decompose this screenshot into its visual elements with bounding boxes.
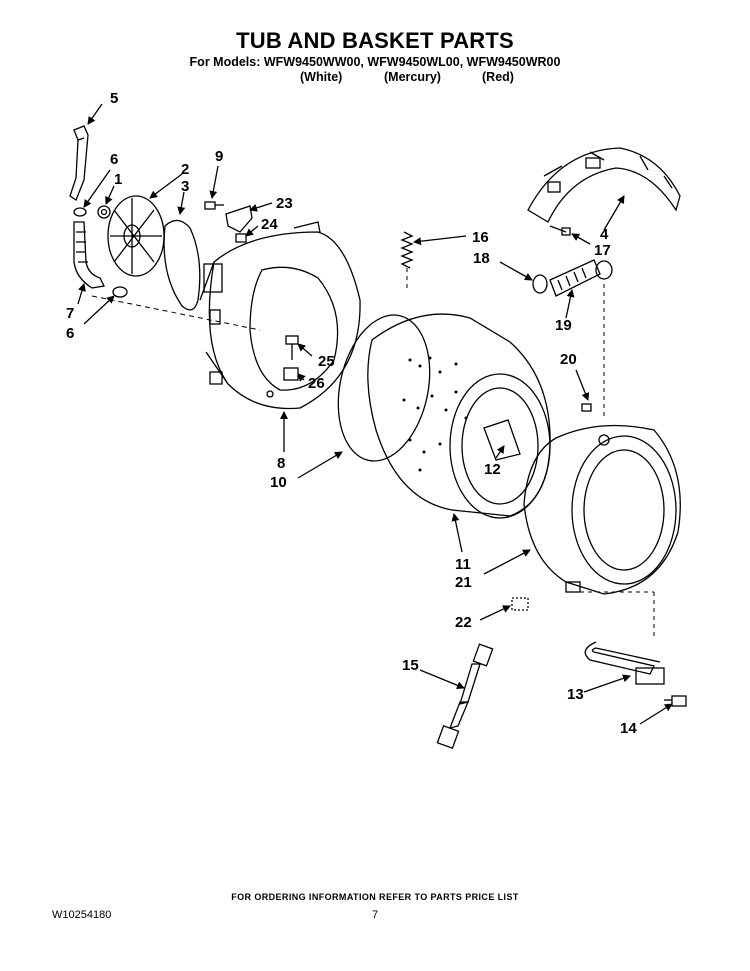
- leader-10: [297, 451, 343, 479]
- page-title: TUB AND BASKET PARTS: [236, 28, 514, 53]
- leader-19: [565, 289, 575, 319]
- color-label-white: (White): [300, 70, 343, 84]
- callout-22: 22: [455, 614, 472, 631]
- callout-14: 14: [620, 720, 637, 737]
- part-13-heater: [584, 641, 665, 685]
- part-4-tub-ring-cover: [527, 147, 681, 223]
- part-11-basket: [367, 313, 551, 519]
- callout-19: 19: [555, 317, 572, 334]
- leader-23: [249, 202, 273, 212]
- callout-11: 11: [455, 556, 471, 573]
- callout-7: 7: [66, 305, 74, 322]
- callout-18: 18: [473, 250, 490, 267]
- callout-17: 17: [594, 242, 611, 259]
- document-number: W10254180: [52, 909, 112, 921]
- part-22-label: [511, 597, 529, 611]
- leader-11: [451, 513, 463, 553]
- part-26-sensor: [283, 367, 299, 381]
- part-1-nut: [97, 205, 111, 219]
- callout-23: 23: [276, 195, 293, 212]
- page-number: 7: [371, 909, 379, 921]
- callout-10: 10: [270, 474, 287, 491]
- leader-7: [77, 283, 86, 305]
- part-16-spring: [400, 231, 414, 269]
- leader-1: [105, 185, 115, 205]
- part-2-pulley: [107, 195, 165, 277]
- leader-25: [297, 343, 313, 357]
- leader-18: [499, 261, 533, 281]
- leader-5: [87, 103, 103, 125]
- part-10-bearing-seal: [337, 314, 431, 462]
- callout-24: 24: [261, 216, 278, 233]
- callout-26: 26: [308, 375, 325, 392]
- callout-3: 3: [181, 178, 189, 195]
- leader-3: [177, 191, 186, 215]
- callout-5: 5: [110, 90, 118, 107]
- part-21-front-tub: [523, 424, 681, 595]
- part-6-clamp-lower: [112, 286, 128, 298]
- part-24-clip: [235, 233, 247, 243]
- leader-9: [209, 165, 219, 199]
- callout-15: 15: [402, 657, 419, 674]
- callout-13: 13: [567, 686, 584, 703]
- part-6-clamp-upper: [73, 207, 87, 217]
- part-25-bolt: [285, 335, 299, 360]
- models-line: For Models: WFW9450WW00, WFW9450WL00, WF…: [189, 55, 561, 69]
- callout-2: 2: [181, 161, 189, 178]
- callout-12: 12: [484, 461, 501, 478]
- callout-4: 4: [600, 226, 609, 243]
- part-15-damper: [436, 643, 494, 750]
- part-18-clamp: [532, 274, 548, 294]
- callout-6-lower: 6: [66, 325, 74, 342]
- leader-2: [149, 173, 183, 199]
- color-label-mercury: (Mercury): [384, 70, 441, 84]
- part-7-drain-hose: [73, 221, 105, 289]
- part-14-thermistor: [664, 695, 687, 707]
- leader-13: [583, 674, 631, 693]
- leader-24: [245, 225, 259, 237]
- part-5-hose-bracket: [69, 125, 89, 201]
- part-20-grommet: [581, 403, 592, 412]
- leader-4: [603, 195, 625, 231]
- leader-15: [419, 669, 465, 690]
- callout-21: 21: [455, 574, 472, 591]
- callout-9: 9: [215, 148, 223, 165]
- part-17-screw: [549, 225, 571, 236]
- callout-1: 1: [114, 171, 122, 188]
- leader-6a: [83, 169, 111, 208]
- part-3-belt: [163, 219, 201, 311]
- callout-25: 25: [318, 353, 335, 370]
- leader-14: [639, 703, 673, 725]
- part-9-screw: [204, 201, 224, 210]
- callout-20: 20: [560, 351, 577, 368]
- part-19-hose: [549, 259, 613, 297]
- leader-12: [495, 445, 505, 459]
- part-8-rear-tub: [199, 221, 361, 410]
- leader-21: [483, 549, 531, 575]
- color-label-red: (Red): [482, 70, 514, 84]
- part-23-bracket: [225, 205, 253, 233]
- leader-26: [297, 373, 306, 382]
- leader-22: [479, 605, 511, 621]
- leader-17: [571, 233, 591, 245]
- callout-6-upper: 6: [110, 151, 118, 168]
- leader-16: [413, 235, 467, 246]
- callout-16: 16: [472, 229, 489, 246]
- leader-20: [575, 369, 590, 401]
- leader-6b: [83, 295, 115, 325]
- ordering-note: FOR ORDERING INFORMATION REFER TO PARTS …: [231, 892, 519, 902]
- callout-8: 8: [277, 455, 285, 472]
